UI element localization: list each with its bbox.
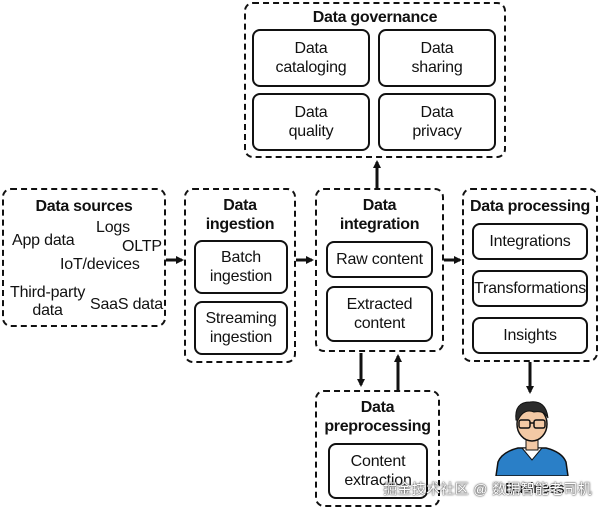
- source-logs: Logs: [96, 219, 130, 236]
- source-app-data: App data: [12, 232, 75, 249]
- source-saas-data: SaaS data: [90, 296, 163, 313]
- data-processing-title: Data processing: [470, 198, 590, 215]
- transformations-node: Transformations: [472, 270, 588, 307]
- extracted-content-node: Extracted content: [326, 286, 433, 342]
- data-governance-group: Data governance Data cataloging Data sha…: [244, 2, 506, 158]
- integrations-node: Integrations: [472, 223, 588, 260]
- business-person-icon: [495, 401, 569, 476]
- source-third-party-data: Third-party data: [10, 284, 86, 319]
- data-sources-title: Data sources: [35, 198, 133, 215]
- watermark-text: 掘金技术社区 @ 数据智能老司机: [383, 481, 592, 497]
- data-quality-node: Data quality: [252, 93, 370, 151]
- content-extraction-node: Content extraction: [328, 443, 428, 499]
- batch-ingestion-node: Batch ingestion: [194, 240, 288, 294]
- data-cataloging-node: Data cataloging: [252, 29, 370, 87]
- data-governance-title: Data governance: [312, 9, 438, 26]
- data-ingestion-group: Data ingestion Batch ingestion Streaming…: [184, 188, 296, 363]
- business-label: Business: [505, 480, 565, 497]
- data-ingestion-title: Data ingestion: [205, 197, 275, 233]
- data-privacy-node: Data privacy: [378, 93, 496, 151]
- data-processing-group: Data processing Integrations Transformat…: [462, 188, 598, 362]
- raw-content-node: Raw content: [326, 241, 433, 278]
- data-preprocessing-title: Data preprocessing: [324, 399, 431, 435]
- insights-node: Insights: [472, 317, 588, 354]
- data-integration-title: Data integration: [339, 197, 420, 233]
- data-preprocessing-group: Data preprocessing Content extraction: [315, 390, 440, 507]
- streaming-ingestion-node: Streaming ingestion: [194, 301, 288, 355]
- data-sources-group: Data sources App data Logs OLTP IoT/devi…: [2, 188, 166, 327]
- data-integration-group: Data integration Raw content Extracted c…: [315, 188, 444, 352]
- source-oltp: OLTP: [122, 238, 162, 255]
- data-sharing-node: Data sharing: [378, 29, 496, 87]
- source-iot-devices: IoT/devices: [60, 256, 140, 273]
